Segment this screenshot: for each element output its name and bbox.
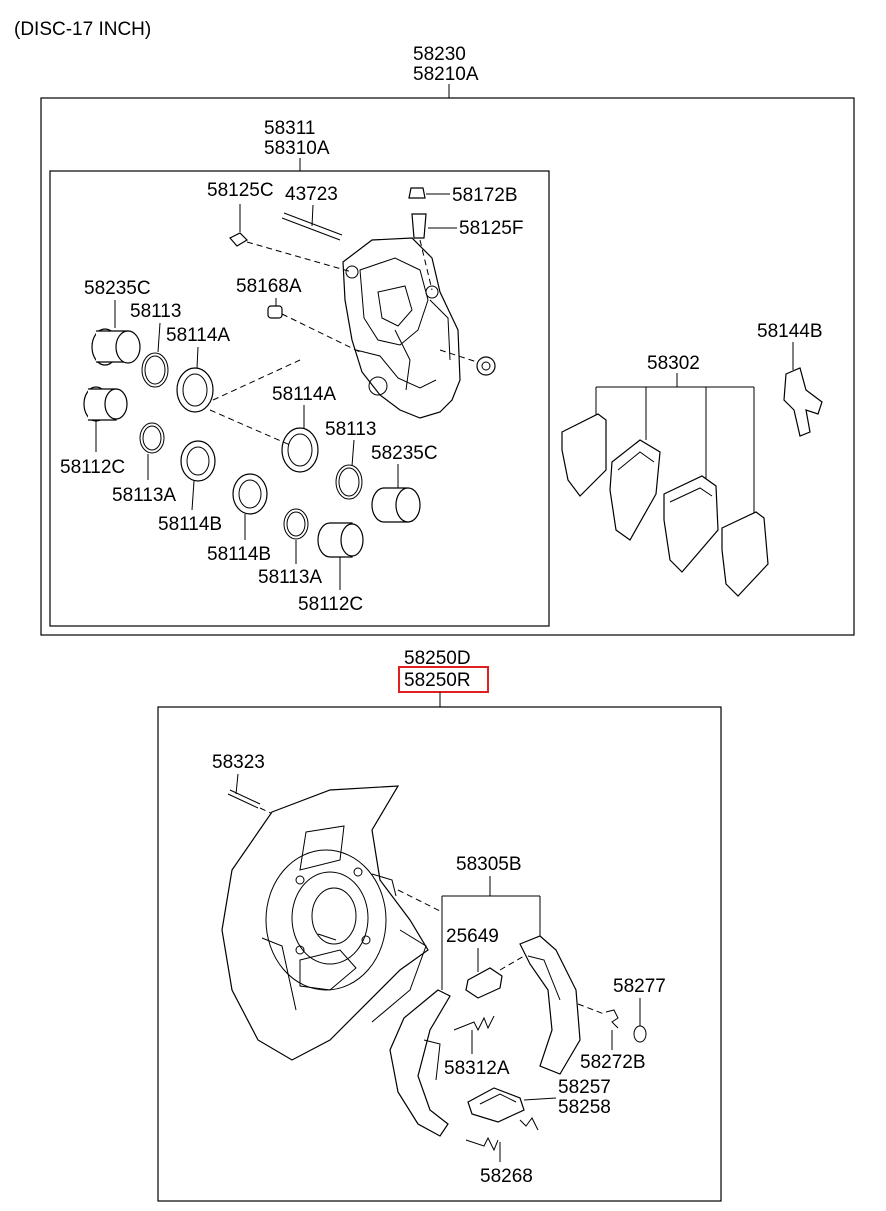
part-label-58312A[interactable]: 58312A [444,1058,510,1079]
part-label-58125C[interactable]: 58125C [207,180,274,201]
part-label-58144B[interactable]: 58144B [757,321,823,342]
assembly-code-58210A[interactable]: 58210A [413,64,479,85]
part-label-58272B[interactable]: 58272B [580,1052,646,1073]
part-label-58113A[interactable]: 58113A [258,567,322,588]
part-label-58305B[interactable]: 58305B [456,854,522,875]
part-label-58172B[interactable]: 58172B [452,185,518,206]
highlight-box [398,666,489,693]
diagram-title: (DISC-17 INCH) [14,19,151,40]
part-label-25649[interactable]: 25649 [446,926,499,947]
part-label-58114A[interactable]: 58114A [166,325,230,346]
part-label-58114B[interactable]: 58114B [207,544,271,565]
mounting-bolt [227,773,291,823]
parking-brake-frame [157,706,722,1202]
part-label-58258[interactable]: 58258 [558,1097,611,1118]
part-label-58323[interactable]: 58323 [212,752,265,773]
part-label-58268[interactable]: 58268 [480,1166,533,1187]
strut-assembly [467,1087,557,1123]
piston-seal-set [83,300,421,590]
part-label-58168A[interactable]: 58168A [236,276,302,297]
assembly-code-58250R[interactable]: 58250R [404,670,471,691]
assembly-code-58230[interactable]: 58230 [413,44,466,65]
pad-clip: 58144B [757,321,823,437]
part-label-58113[interactable]: 58113 [130,301,181,322]
part-label-58257[interactable]: 58257 [558,1077,611,1098]
part-label-58112C[interactable]: 58112C [60,457,125,478]
part-label-58113[interactable]: 58113 [325,419,376,440]
backing-plate-drawing [221,785,429,1061]
part-label-58302[interactable]: 58302 [647,353,700,374]
caliper-assembly-section: 58230 58210A 58311 58310A 58125C 43723 5… [40,44,855,636]
caliper-assembly-frame [40,97,855,636]
parking-shoe-set [389,876,581,1137]
housing-code-58311[interactable]: 58311 [264,118,315,139]
part-label-58114B[interactable]: 58114B [158,514,222,535]
adjuster-assembly [465,948,525,999]
part-label-58235C[interactable]: 58235C [84,278,151,299]
part-label-58277[interactable]: 58277 [613,976,666,997]
assembly-code-58250D[interactable]: 58250D [404,648,471,669]
part-label-58235C[interactable]: 58235C [371,443,438,464]
brake-pad-set: 58302 [561,353,769,597]
spring-set [453,998,647,1162]
part-label-58114A[interactable]: 58114A [272,384,336,405]
caliper-housing-frame [49,170,550,627]
housing-code-58310A[interactable]: 58310A [264,138,330,159]
part-label-58113A[interactable]: 58113A [112,485,176,506]
part-label-58125F[interactable]: 58125F [459,218,523,239]
part-label-58112C[interactable]: 58112C [298,594,363,615]
caliper-hardware [229,187,496,376]
part-label-43723[interactable]: 43723 [285,184,338,205]
parking-brake-section: 58250D 58250R 58323 58305B 25649 58277 5… [157,648,722,1202]
caliper-body-drawing [342,237,461,419]
